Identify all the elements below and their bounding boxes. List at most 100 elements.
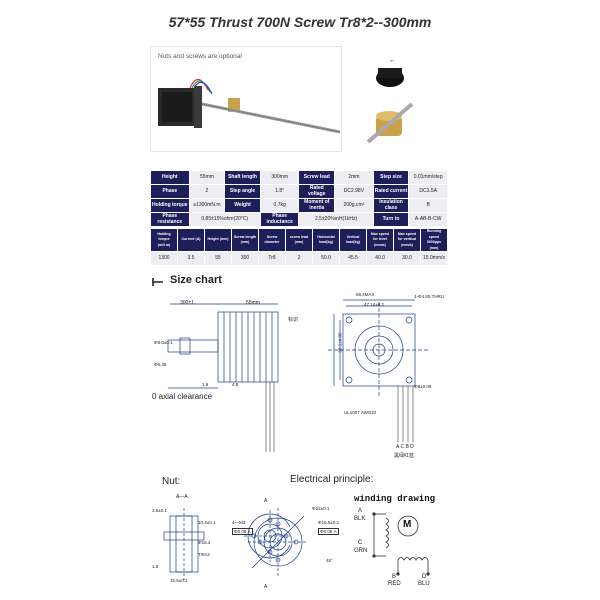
dim-56-4: 56.4MAX	[356, 292, 375, 297]
pin-d: D	[422, 574, 427, 580]
spec-label: Step angle	[224, 184, 261, 199]
spec-label: Step size	[372, 170, 410, 185]
perf-header: Holding torque (mN.m)	[150, 228, 178, 252]
spec-label: Phase	[150, 184, 190, 199]
dim-ul: UL1007 AWG22	[344, 410, 377, 415]
product-photo	[158, 60, 414, 144]
perf-value: 45.5	[339, 251, 367, 266]
perf-header: screw lead (mm)	[285, 228, 313, 252]
electrical-heading: Electrical principle:	[290, 474, 374, 485]
nut-dim-g: 4—M3	[232, 520, 246, 525]
pin-a: A	[358, 508, 363, 514]
dim-8: Φ8.0±0.1	[154, 340, 173, 345]
photo-note: Nuts and screws are optional	[158, 53, 242, 60]
size-chart-drawing	[167, 299, 430, 452]
pin-b: B	[392, 574, 397, 580]
nut-dim-a: 3.5±0.1	[152, 508, 167, 513]
spec-value: 2.5±20%mH(1kHz)	[298, 212, 374, 227]
label-marker: 标识	[288, 317, 299, 323]
nut-dim-l: 45°	[326, 558, 333, 563]
perf-header: Horizontal load(kg)	[312, 228, 340, 252]
spec-value: ≥1300mN.m	[188, 198, 226, 213]
flange-mark-a: A	[264, 498, 268, 504]
size-chart-icon	[152, 278, 163, 286]
nut-drawing	[163, 508, 290, 580]
spec-value: 2mm	[334, 170, 374, 185]
dim-47-14: 47.14±0.2	[364, 302, 384, 307]
spec-label: Insulation class	[372, 198, 410, 213]
motor-symbol: M	[403, 519, 412, 530]
dim-55: 55mm	[246, 300, 260, 306]
size-chart-heading: Size chart	[170, 274, 222, 286]
pin-c-color: GRN	[354, 548, 368, 554]
spec-value: 55mm	[188, 170, 226, 185]
perf-value: 300	[231, 251, 259, 266]
perf-header: Screw diameter	[258, 228, 286, 252]
nut-heading: Nut:	[162, 476, 181, 487]
nut-dim-f: 10.5±0.1	[170, 578, 188, 583]
flange-drawing	[248, 508, 308, 578]
spec-label: Holding torque	[150, 198, 190, 213]
dim-1-6: 1.6	[202, 382, 209, 387]
dim-300: 300±1	[180, 300, 194, 306]
perf-header: Current (A)	[177, 228, 205, 252]
spec-value: B	[408, 198, 448, 213]
spec-value: DC3.5A	[408, 184, 448, 199]
nut-dim-k: Φ0.08 A	[318, 528, 339, 535]
spec-value: 0.01mm/step	[408, 170, 448, 185]
spec-value: 200g.cm²	[334, 198, 374, 213]
spec-label: Phase resistance	[150, 212, 190, 227]
spec-value: DC2.98V	[334, 184, 374, 199]
perf-value: 15.0mm/s	[420, 251, 448, 266]
perf-value: 30.0	[393, 251, 421, 266]
nut-dim-e: 1.5	[152, 564, 159, 569]
perf-header: Vertical load(kg)	[339, 228, 367, 252]
perf-value: 1300	[150, 251, 178, 266]
spec-label: Turn to	[372, 212, 410, 227]
nut-dim-b: 10.4±0.1	[198, 520, 216, 525]
nut-dim-d: Tr8×2	[198, 552, 210, 557]
spec-value: 2	[188, 184, 226, 199]
pin-b-color: RED	[388, 581, 401, 587]
spec-value: 300mm	[259, 170, 300, 185]
dim-6: Φ6.35	[154, 362, 167, 367]
spec-label: Shaft length	[224, 170, 261, 185]
perf-value: Tr8	[258, 251, 286, 266]
spec-label: Weight	[224, 198, 261, 213]
nut-dim-h: Φ22±0.1	[312, 506, 330, 511]
perf-header: Running speed 3000pps (mm)	[420, 228, 448, 252]
pin-c: C	[358, 540, 363, 546]
wire-colors: 黑绿红蓝	[394, 453, 415, 459]
winding-title: winding drawing	[354, 494, 436, 504]
perf-value: 3.5	[177, 251, 205, 266]
perf-value: 50.0	[312, 251, 340, 266]
dim-38-1: 38.1±0.05	[337, 332, 343, 353]
dim-shaft: Φ8±0.05	[414, 384, 432, 389]
pin-d-color: BLU	[418, 581, 430, 587]
spec-label: Rated voltage	[298, 184, 336, 199]
nut-dim-i: Φ15.5±0.1	[318, 520, 340, 525]
spec-label: Rated current	[372, 184, 410, 199]
flange-mark-a2: A	[264, 584, 268, 590]
spec-label: Screw lead	[298, 170, 336, 185]
spec-value: A-AB-B-CW	[408, 212, 448, 227]
perf-header: Height (mm)	[204, 228, 232, 252]
nut-dim-j: Φ0.08 A	[232, 528, 253, 535]
perf-value: 55	[204, 251, 232, 266]
perf-header: Max speed for level (mm/s)	[366, 228, 394, 252]
page-title: 57*55 Thrust 700N Screw Tr8*2--300mm	[168, 14, 432, 30]
dim-4-8: 4.8	[232, 382, 239, 387]
perf-value: 2	[285, 251, 313, 266]
dim-4-holes: 4-Φ4.65 THRU	[414, 294, 445, 299]
nut-section-label: A—A	[176, 494, 188, 500]
performance-table: Holding torque (mN.m)Current (A)Height (…	[150, 228, 448, 266]
perf-header: Screw length (mm)	[231, 228, 259, 252]
spec-label: Phase inductance	[259, 212, 300, 227]
axial-clearance-label: 0 axial clearance	[152, 392, 213, 401]
spec-label: Moment of inertia	[298, 198, 336, 213]
